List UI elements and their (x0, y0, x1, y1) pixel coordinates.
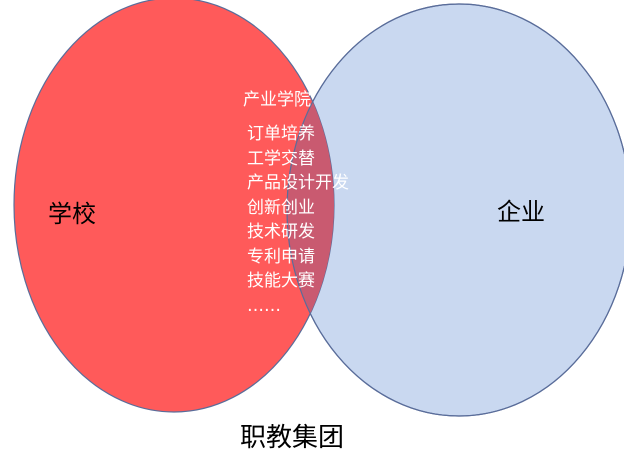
vocational-group-title: 职教集团 (240, 423, 345, 453)
overlap-item-list: 订单培养 工学交替 产品设计开发 创新创业 技术研发 专利申请 技能大赛 …… (247, 122, 349, 318)
overlap-item: 订单培养 (247, 124, 315, 144)
overlap-item: 技能大赛 (247, 271, 315, 291)
overlap-item: 工学交替 (247, 148, 315, 169)
school-label: 学校 (48, 200, 96, 228)
overlap-item: 技术研发 (247, 222, 315, 242)
enterprise-circle-outline (286, 3, 624, 417)
enterprise-label: 企业 (497, 198, 545, 226)
industry-college-title: 产业学院 (243, 90, 311, 110)
overlap-item: 创新创业 (247, 197, 315, 218)
overlap-item-ellipsis: …… (247, 295, 281, 316)
overlap-item: 专利申请 (247, 246, 315, 267)
overlap-item: 产品设计开发 (247, 173, 349, 193)
